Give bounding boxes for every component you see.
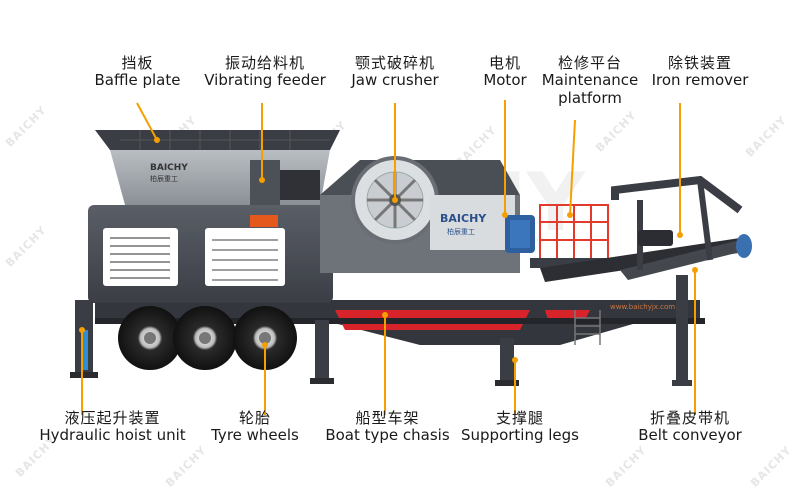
label-boat-type-chasis: 船型车架 Boat type chasis: [315, 409, 460, 445]
label-cn: 检修平台: [557, 54, 622, 72]
dot-supporting-legs: [512, 357, 518, 363]
leader-maintenance-platform: [569, 119, 576, 216]
jaw-crusher-shape: BAICHY 柏辰重工: [320, 156, 520, 273]
label-motor: 电机 Motor: [475, 54, 535, 90]
engine-housing-shape: [88, 205, 333, 303]
label-en: Baffle plate: [94, 71, 181, 90]
motor-shape: [505, 215, 535, 253]
hydraulic-hoist-shape: [70, 300, 98, 378]
label-jaw-crusher: 颚式破碎机 Jaw crusher: [340, 54, 450, 90]
label-en: Tyre wheels: [211, 426, 299, 445]
label-vibrating-feeder: 振动给料机 Vibrating feeder: [200, 54, 330, 90]
label-tyre-wheels: 轮胎 Tyre wheels: [200, 409, 310, 445]
dot-belt-conveyor: [692, 267, 698, 273]
dot-baffle-plate: [154, 137, 160, 143]
label-en: Boat type chasis: [325, 426, 450, 445]
dot-boat-type-chasis: [382, 312, 388, 318]
crusher-brand: BAICHY: [440, 212, 487, 225]
label-en: Supporting legs: [461, 426, 579, 445]
label-cn: 折叠皮带机: [649, 409, 730, 427]
label-hydraulic-hoist-unit: 液压起升装置 Hydraulic hoist unit: [25, 409, 200, 445]
boat-type-chassis-shape: www.baichyjx.com: [95, 300, 705, 345]
feeder-shape: BAICHY 柏辰重工: [95, 130, 340, 205]
dot-hydraulic-hoist-unit: [79, 327, 85, 333]
label-baffle-plate: 挡板 Baffle plate: [85, 54, 190, 90]
website-text: www.baichyjx.com: [610, 303, 675, 311]
label-cn: 振动给料机: [224, 54, 305, 72]
label-cn: 液压起升装置: [64, 409, 161, 427]
label-cn: 电机: [488, 54, 521, 72]
label-cn: 颚式破碎机: [354, 54, 435, 72]
feeder-brand: BAICHY: [150, 163, 188, 173]
label-cn: 挡板: [121, 54, 154, 72]
label-cn: 支撑腿: [495, 409, 544, 427]
label-en: Vibrating feeder: [204, 71, 326, 90]
label-en: Hydraulic hoist unit: [39, 426, 186, 445]
leader-dots: [79, 137, 698, 363]
dot-iron-remover: [677, 232, 683, 238]
label-en: Jaw crusher: [351, 71, 439, 90]
label-belt-conveyor: 折叠皮带机 Belt conveyor: [625, 409, 755, 445]
dot-tyre-wheels: [262, 342, 268, 348]
supporting-legs-shape: [310, 320, 519, 386]
ladder-shape: [574, 310, 601, 345]
leader-baffle-plate: [136, 102, 158, 141]
label-en: Maintenance platform: [541, 71, 639, 107]
label-cn: 除铁装置: [667, 54, 732, 72]
label-iron-remover: 除铁装置 Iron remover: [645, 54, 755, 90]
label-en: Iron remover: [651, 71, 749, 90]
label-en: Motor: [483, 71, 527, 90]
label-maintenance-platform: 检修平台 Maintenance platform: [535, 54, 645, 107]
dot-jaw-crusher: [392, 197, 398, 203]
leader-lines: [81, 100, 696, 415]
dot-vibrating-feeder: [259, 177, 265, 183]
dot-motor: [502, 212, 508, 218]
belt-conveyor-shape: [540, 175, 752, 386]
label-cn: 轮胎: [238, 409, 271, 427]
tyre-wheels-shape: [118, 306, 297, 370]
dot-maintenance-platform: [567, 212, 573, 218]
label-en: Belt conveyor: [638, 426, 742, 445]
crusher-brand-cn: 柏辰重工: [447, 227, 475, 236]
label-supporting-legs: 支撑腿 Supporting legs: [455, 409, 585, 445]
feeder-brand-cn: 柏辰重工: [150, 174, 178, 183]
label-cn: 船型车架: [355, 409, 420, 427]
